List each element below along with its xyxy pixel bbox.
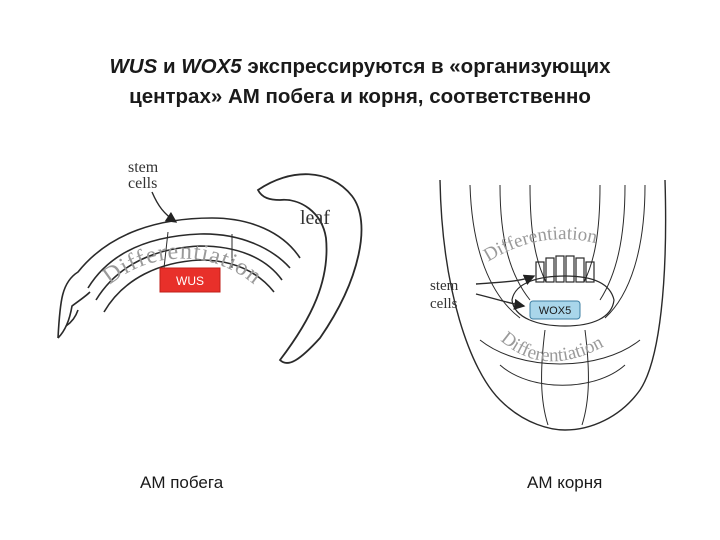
shoot-caption: АМ побега: [140, 473, 224, 492]
root-caption: АМ корня: [527, 473, 603, 492]
wox5-label: WOX5: [539, 305, 571, 317]
shoot-left-tip: [57, 291, 91, 339]
shoot-stem-label-2: cells: [128, 175, 157, 192]
leaf-primordium: [256, 173, 363, 364]
title-line-1: WUS и WOX5 экспрессируются в «организующ…: [0, 52, 720, 82]
shoot-dome-l3: [103, 259, 275, 313]
leaf-label: leaf: [300, 207, 330, 229]
title-rest: экспрессируются в «организующих: [241, 55, 611, 78]
shoot-stem-label-1: stem: [128, 159, 159, 176]
shoot-meristem-diagram: [57, 173, 363, 364]
title-gene-wus: WUS: [109, 55, 158, 78]
root-stem-cells-arrow-2: [475, 293, 526, 310]
title-line-2: центрах» АМ побега и корня, соответствен…: [129, 85, 591, 108]
shoot-dome-l1: [87, 233, 291, 289]
slide-title: WUS и WOX5 экспрессируются в «организующ…: [0, 52, 720, 112]
root-stem-cells-arrow-1: [475, 274, 536, 286]
root-differentiation-bottom: Differentiation: [497, 328, 607, 367]
root-stem-label-1: stem: [430, 278, 459, 294]
shoot-dome-l2: [95, 245, 283, 301]
shoot-stem-cells-arrow: [151, 191, 178, 223]
title-gene-wox5: WOX5: [181, 55, 242, 78]
title-and: и: [157, 55, 182, 78]
root-meristem-diagram: [439, 179, 667, 431]
wus-label: WUS: [176, 274, 204, 288]
root-differentiation-top: Differentiation: [480, 223, 600, 266]
wox5-domain: [529, 300, 581, 320]
shoot-dome-outer: [57, 217, 301, 339]
root-outline: [439, 179, 667, 431]
wus-domain: [159, 267, 221, 293]
root-stem-label-2: cells: [430, 296, 458, 312]
